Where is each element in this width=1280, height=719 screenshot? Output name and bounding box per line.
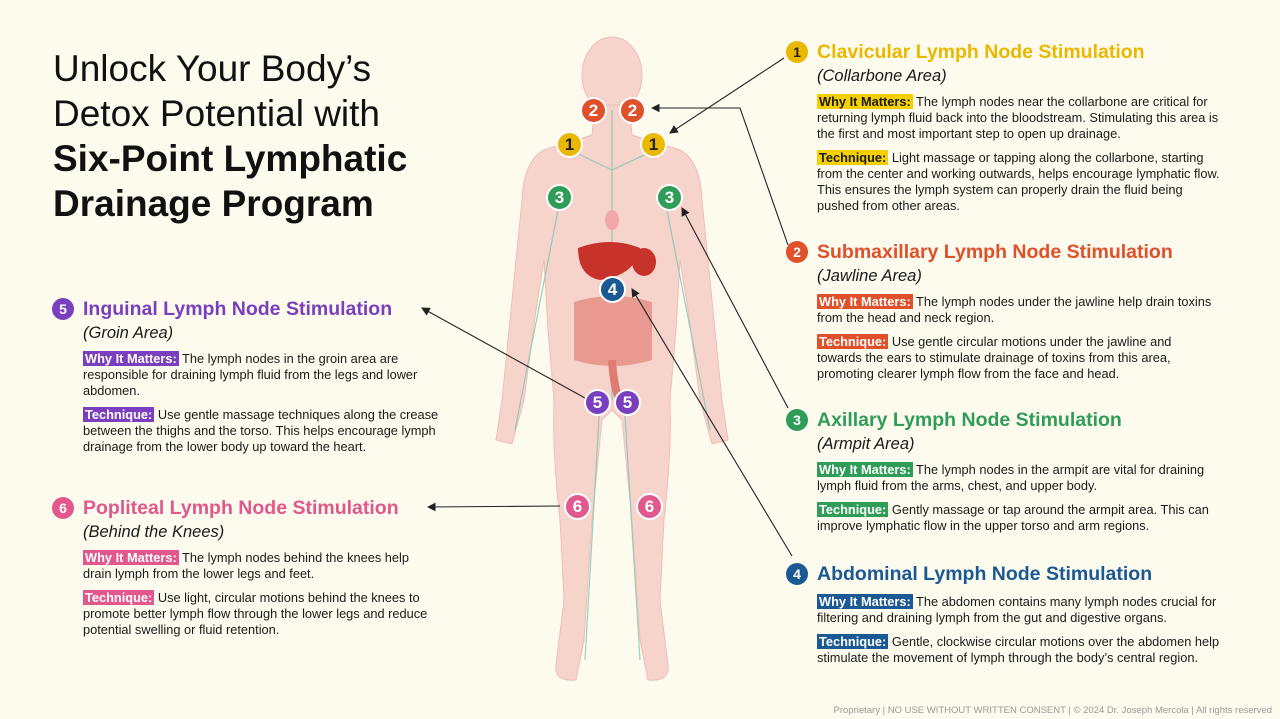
pointer-lines [421, 57, 793, 557]
liver [578, 242, 640, 280]
technique-text: Use light, circular motions behind the k… [83, 590, 428, 637]
technique-label: Technique: [83, 590, 155, 605]
section-abdominal: 4 Abdominal Lymph Node Stimulation Why It… [786, 562, 1226, 674]
section-area: (Groin Area) [83, 324, 174, 342]
node-marker-3: 3 [546, 184, 573, 211]
why-text: The lymph nodes behind the knees help dr… [83, 550, 409, 581]
why-text: The abdomen contains many lymph nodes cr… [817, 594, 1217, 625]
why-label: Why It Matters: [817, 594, 913, 609]
node-marker-5: 5 [614, 389, 641, 416]
number-badge: 5 [52, 298, 74, 320]
section-area: (Behind the Knees) [83, 523, 225, 541]
technique-text: Light massage or tapping along the colla… [817, 150, 1220, 213]
section-title: Submaxillary Lymph Node Stimulation [817, 241, 1173, 263]
copyright-footer: Proprietary | NO USE WITHOUT WRITTEN CON… [833, 705, 1273, 716]
why-label: Why It Matters: [817, 94, 913, 109]
title-line: Detox Potential with [53, 93, 381, 134]
title-line-bold: Six-Point Lymphatic [53, 138, 408, 179]
number-badge: 2 [786, 241, 808, 263]
number-badge: 6 [52, 497, 74, 519]
section-title: Axillary Lymph Node Stimulation [817, 409, 1122, 431]
section-axillary: 3 Axillary Lymph Node Stimulation (Armpit… [786, 408, 1226, 542]
technique-text: Use gentle circular motions under the ja… [817, 334, 1172, 381]
technique-text: Gentle, clockwise circular motions over … [817, 634, 1220, 665]
organs [574, 210, 656, 403]
technique-label: Technique: [817, 502, 889, 517]
why-label: Why It Matters: [817, 294, 913, 309]
node-marker-5: 5 [584, 389, 611, 416]
section-clavicular: 1 Clavicular Lymph Node Stimulation (Coll… [786, 40, 1226, 222]
number-badge: 1 [786, 41, 808, 63]
technique-label: Technique: [817, 334, 889, 349]
why-label: Why It Matters: [817, 462, 913, 477]
number-badge: 3 [786, 409, 808, 431]
node-marker-6: 6 [564, 493, 591, 520]
node-marker-3: 3 [656, 184, 683, 211]
section-area: (Collarbone Area) [817, 67, 947, 85]
stomach [632, 248, 656, 276]
title-line-bold: Drainage Program [53, 183, 374, 224]
section-title: Abdominal Lymph Node Stimulation [817, 563, 1153, 585]
section-title: Clavicular Lymph Node Stimulation [817, 41, 1145, 63]
why-text: The lymph nodes in the groin area are re… [83, 351, 418, 398]
why-label: Why It Matters: [83, 351, 179, 366]
technique-text: Gently massage or tap around the armpit … [817, 502, 1209, 533]
section-title: Popliteal Lymph Node Stimulation [83, 497, 399, 519]
why-text: The lymph nodes under the jawline help d… [817, 294, 1212, 325]
page-title: Unlock Your Body’s Detox Potential with … [53, 46, 407, 226]
technique-text: Use gentle massage techniques along the … [83, 407, 439, 454]
intestines [574, 296, 652, 366]
technique-label: Technique: [817, 150, 889, 165]
why-text: The lymph nodes near the collarbone are … [817, 94, 1219, 141]
node-marker-2: 2 [619, 97, 646, 124]
node-marker-2: 2 [580, 97, 607, 124]
section-title: Inguinal Lymph Node Stimulation [83, 298, 393, 320]
technique-label: Technique: [817, 634, 889, 649]
node-marker-1: 1 [640, 131, 667, 158]
title-line: Unlock Your Body’s [53, 48, 372, 89]
number-badge: 4 [786, 563, 808, 585]
section-inguinal: 5 Inguinal Lymph Node Stimulation (Groin … [52, 297, 492, 463]
why-text: The lymph nodes in the armpit are vital … [817, 462, 1205, 493]
section-popliteal: 6 Popliteal Lymph Node Stimulation (Behin… [52, 496, 492, 646]
node-marker-6: 6 [636, 493, 663, 520]
section-area: (Jawline Area) [817, 267, 922, 285]
section-area: (Armpit Area) [817, 435, 915, 453]
heart [605, 210, 619, 230]
technique-label: Technique: [83, 407, 155, 422]
node-marker-1: 1 [556, 131, 583, 158]
section-submaxillary: 2 Submaxillary Lymph Node Stimulation (Ja… [786, 240, 1226, 390]
why-label: Why It Matters: [83, 550, 179, 565]
node-marker-4: 4 [599, 276, 626, 303]
